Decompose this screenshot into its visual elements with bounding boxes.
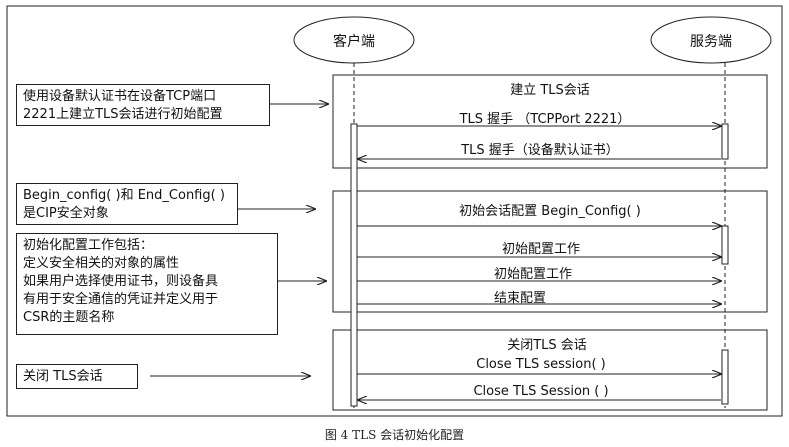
client-actor-label: 客户端	[333, 34, 375, 50]
server-actor-ellipse	[650, 16, 772, 64]
server-actor-label: 服务端	[690, 34, 732, 50]
close-section-frame	[332, 329, 768, 411]
close-section-title: 关闭TLS 会话	[507, 338, 587, 353]
establish-section-title: 建立 TLS会话	[510, 83, 590, 98]
establish-section-frame	[332, 74, 768, 169]
msg-close-session-response-label: Close TLS Session ( )	[473, 384, 609, 399]
server-activation-close	[721, 349, 729, 405]
note-close-tls: 关闭 TLS会话	[16, 364, 138, 389]
configure-section-title: 初始会话配置 Begin_Config( )	[459, 204, 641, 219]
server-activation-establish	[721, 123, 729, 160]
msg-end-config-label: 结束配置	[493, 291, 547, 306]
note-default-certificate: 使用设备默认证书在设备TCP端口 2221上建立TLS会话进行初始配置	[16, 84, 270, 126]
msg-handshake-response-label: TLS 握手（设备默认证书）	[461, 143, 619, 158]
msg-config-work-1-label: 初始配置工作	[501, 242, 581, 257]
note-cip-security-objects: Begin_config( )和 End_Config( ) 是CIP安全对象	[16, 183, 238, 225]
msg-handshake-request-label: TLS 握手 （TCPPort 2221）	[459, 112, 631, 127]
figure-caption: 图 4 TLS 会话初始化配置	[324, 428, 465, 442]
note-initial-config-work: 初始化配置工作包括： 定义安全相关的对象的属性 如果用户选择使用证书，则设备具 …	[16, 233, 278, 335]
server-activation-configure	[721, 225, 729, 265]
client-activation-bar	[350, 123, 358, 407]
configure-section-frame	[332, 190, 768, 313]
msg-config-work-2-label: 初始配置工作	[493, 267, 573, 282]
outer-frame	[6, 5, 783, 417]
msg-close-session-request-label: Close TLS session( )	[476, 357, 606, 372]
